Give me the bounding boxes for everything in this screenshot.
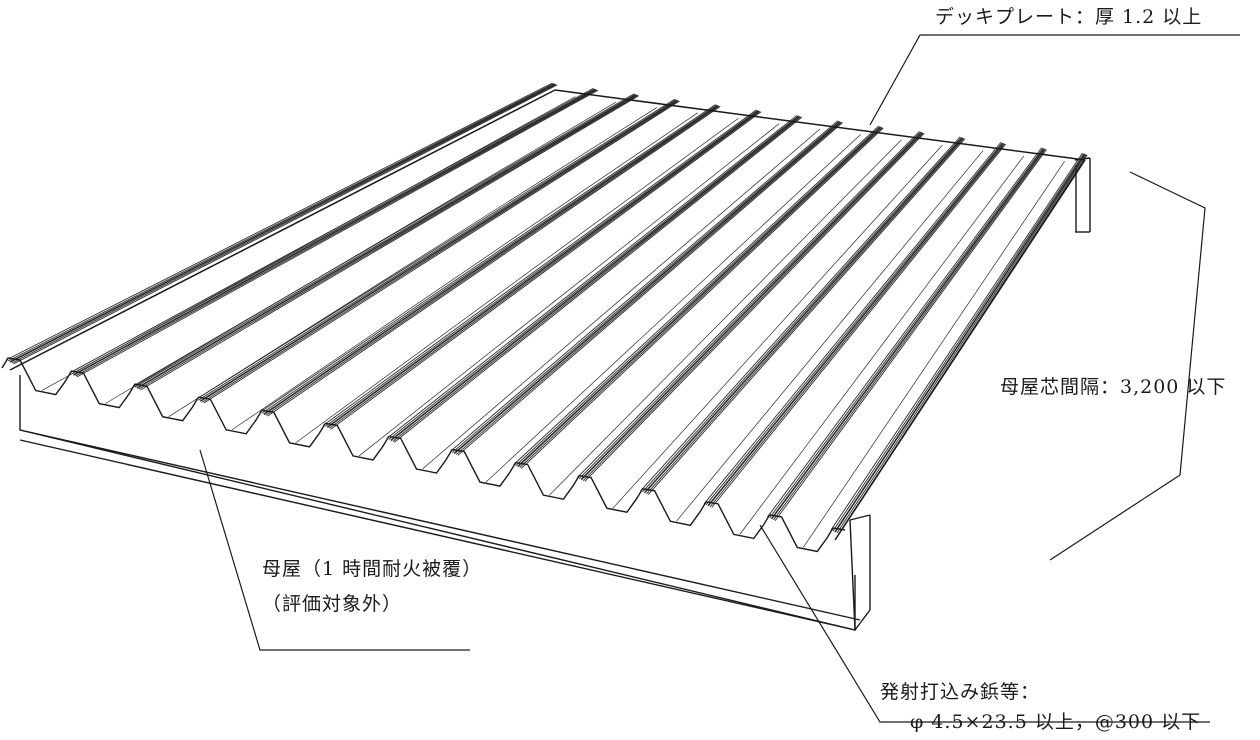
deck-rib-line: [392, 116, 802, 442]
deck-rib-line: [644, 137, 964, 494]
deck-rib-line: [770, 148, 1045, 520]
deck-valley-line: [676, 150, 984, 522]
deck-rib-line: [329, 111, 761, 429]
deck-rib-line: [832, 153, 1085, 532]
purlin-spacing-label: 母屋芯間隔：3,200 以下: [1000, 376, 1227, 398]
deck-rib-line: [199, 99, 678, 402]
deck-rib-line: [576, 131, 920, 479]
purlin-note-label: （評価対象外）: [262, 593, 403, 615]
deck-valley-line: [231, 112, 698, 431]
deck-rib-line: [134, 93, 636, 388]
deck-rib-line: [386, 114, 798, 439]
deck-rib-line: [390, 115, 801, 442]
deck-rib-line: [325, 110, 758, 427]
leader-lines: [199, 34, 1240, 723]
deck-rib-line: [263, 104, 719, 415]
deck-rib-line: [11, 84, 557, 364]
deck-rib-line: [5, 82, 553, 361]
deck-rib-line: [640, 136, 961, 492]
deck-valley-line: [295, 117, 739, 444]
deck-valley-line: [802, 161, 1065, 548]
fastener-spec-label: φ 4.5×23.5 以上，@300 以下: [910, 711, 1202, 733]
deck-rib-line: [132, 93, 635, 387]
deck-rib-line: [517, 126, 882, 468]
deck-rib-line: [642, 137, 962, 493]
deck-rib-line: [769, 147, 1044, 519]
deck-rib-line: [457, 122, 843, 456]
deck-rib-line: [330, 111, 762, 430]
deck-rib-line: [767, 147, 1043, 518]
deck-rib-line: [774, 149, 1047, 521]
deck-rib-line: [519, 127, 883, 468]
deck-plate-ridges: [5, 82, 1088, 548]
deck-rib-line: [513, 125, 879, 465]
deck-rib-line: [578, 131, 921, 480]
deck-rib-line: [707, 142, 1005, 507]
deck-rib-line: [449, 120, 839, 452]
deck-rib-line: [323, 109, 757, 426]
deck-rib-line: [394, 116, 803, 443]
deck-front-profile: [1, 357, 846, 553]
deck-rib-line: [705, 142, 1003, 506]
deck-rib-line: [136, 94, 637, 389]
deck-valley-line: [612, 144, 943, 509]
top-purlin-beam: [1074, 157, 1091, 233]
fastener-label: 発射打込み鋲等：: [880, 681, 1041, 703]
deck-rib-line: [580, 131, 923, 481]
deck-rib-line: [582, 132, 924, 482]
deck-rib-line: [451, 120, 840, 453]
deck-rib-line: [202, 100, 679, 403]
deck-rib-line: [69, 87, 594, 374]
deck-rib-line: [326, 110, 760, 429]
deck-rib-line: [830, 152, 1083, 531]
deck-rib-line: [138, 94, 639, 390]
deck-rib-line: [647, 138, 966, 495]
deck-rib-line: [7, 83, 554, 362]
deck-rib-line: [515, 126, 881, 466]
purlin-label: 母屋（1 時間耐火被覆）: [262, 558, 483, 580]
deck-rib-line: [834, 153, 1086, 533]
deck-rib-line: [703, 141, 1002, 505]
deck-rib-line: [265, 105, 720, 416]
deck-rib-line: [709, 143, 1006, 508]
deck-valley-line: [485, 134, 862, 483]
deck-rib-line: [196, 98, 676, 400]
deck-valley-line: [739, 155, 1025, 535]
deck-rib-line: [388, 115, 799, 440]
deck-rib-line: [203, 100, 680, 404]
deck-rib-line: [71, 88, 595, 375]
deck-rib-line: [75, 89, 598, 377]
deck-rib-line: [267, 106, 721, 417]
deck-rib-line: [259, 104, 716, 413]
deck-valley-line: [422, 128, 821, 470]
deck-rib-line: [76, 89, 599, 378]
deck-plate-label: デッキプレート：厚 1.2 以上: [935, 6, 1203, 28]
deck-rib-line: [711, 143, 1007, 508]
deck-valley-line: [549, 139, 902, 496]
deck-rib-line: [261, 104, 718, 414]
deck-rib-line: [584, 133, 925, 482]
deck-rib-line: [140, 95, 640, 391]
deck-rib-line: [198, 99, 677, 401]
deck-rib-line: [836, 154, 1087, 534]
deck-rib-line: [520, 127, 884, 469]
deck-valley-line: [358, 123, 780, 457]
deck-rib-line: [773, 148, 1046, 521]
deck-rib-line: [455, 121, 842, 455]
deck-rib-line: [453, 121, 841, 455]
deck-rib-line: [9, 83, 556, 363]
deck-rib-line: [13, 84, 558, 365]
deck-plate-outline: [9, 89, 1086, 541]
deck-rib-line: [646, 138, 965, 495]
bottom-purlin-beam: [19, 375, 871, 631]
deck-rib-line: [73, 88, 597, 376]
